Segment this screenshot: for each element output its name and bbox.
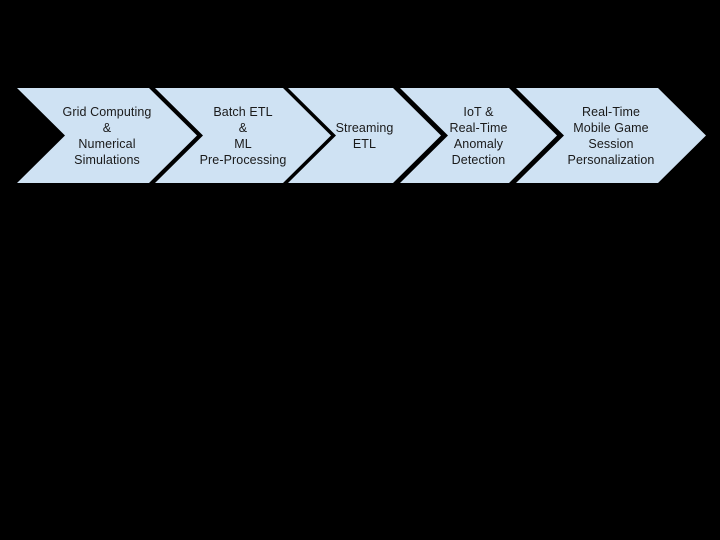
chevron-step-1-label: Grid Computing & Numerical Simulations: [62, 104, 152, 167]
chevron-step-4-label: IoT & Real-Time Anomaly Detection: [449, 104, 508, 167]
chevron-step-5-label: Real-Time Mobile Game Session Personaliz…: [567, 104, 655, 167]
process-flow-diagram: Grid Computing & Numerical Simulations B…: [0, 88, 720, 183]
chevron-step-3-label: Streaming ETL: [335, 120, 394, 151]
chevron-step-2-label: Batch ETL & ML Pre-Processing: [199, 104, 287, 167]
